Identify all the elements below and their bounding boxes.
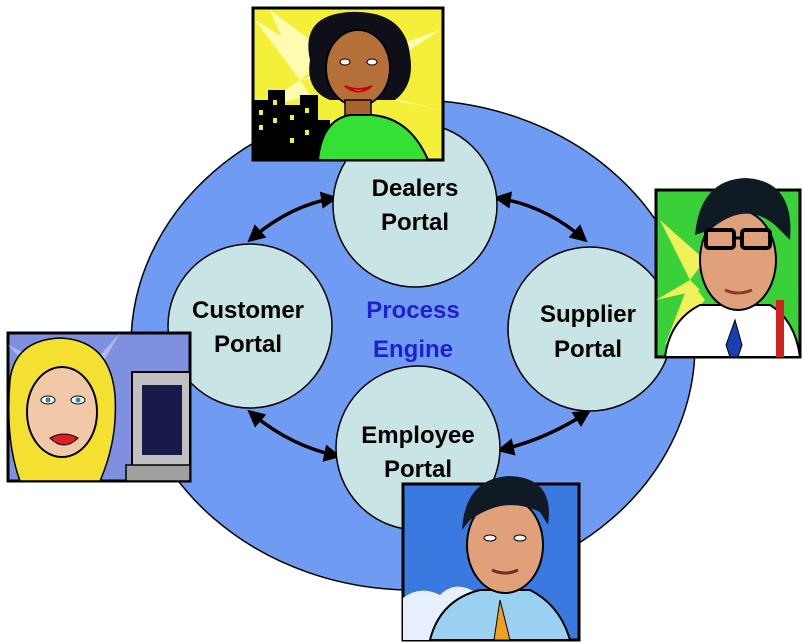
dealers-portal-line1: Dealers	[372, 175, 459, 202]
employee-portal-line2: Portal	[384, 456, 452, 483]
supplier-portal-line2: Portal	[554, 336, 622, 363]
customer-portal-line2: Portal	[214, 331, 282, 358]
man-with-glasses-icon	[654, 178, 802, 359]
arrow-dealers-supplier	[493, 191, 588, 243]
supplier-portal-line1: Supplier	[540, 301, 636, 328]
dealers-portal-line2: Portal	[381, 209, 449, 236]
woman-with-city-skyline-icon	[251, 6, 445, 162]
supplier-portal-circle	[507, 246, 673, 412]
process-engine-line1: Process	[366, 297, 459, 324]
man-with-tie-sky-icon	[401, 476, 581, 642]
customer-portal-line1: Customer	[192, 297, 304, 324]
connector-arrows	[247, 191, 591, 462]
woman-at-computer-icon	[6, 331, 192, 483]
arrow-customer-employee	[247, 409, 342, 462]
dealers-portal-node: Dealers Portal	[332, 122, 498, 288]
customer-portal-circle	[167, 243, 333, 409]
process-engine-line2: Engine	[373, 336, 453, 363]
employee-portal-line1: Employee	[361, 422, 474, 449]
arrow-customer-dealers	[247, 191, 339, 243]
supplier-portal-node: Supplier Portal	[507, 246, 673, 412]
customer-portal-node: Customer Portal	[167, 243, 333, 409]
arrow-employee-supplier	[496, 410, 591, 456]
